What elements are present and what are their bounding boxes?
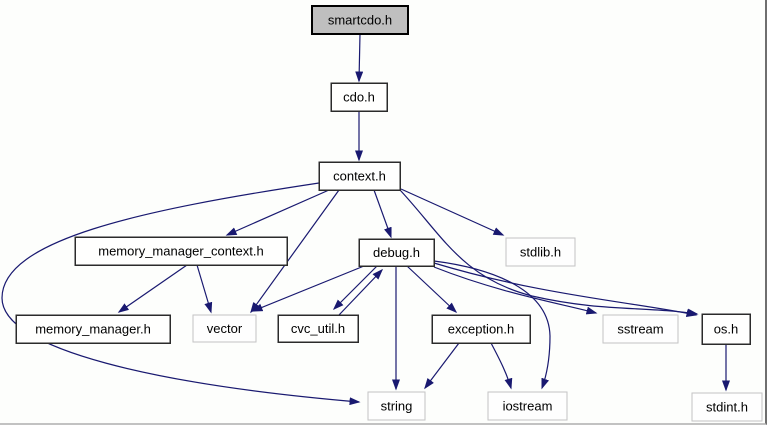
node-label-stdlib: stdlib.h [520, 245, 561, 260]
node-string[interactable]: string [367, 391, 426, 421]
edge-debug.h-to-sstream [433, 266, 598, 315]
edge-exception.h-to-iostream [490, 342, 513, 390]
node-box-stdlib[interactable] [505, 237, 576, 267]
node-cvcutil[interactable]: cvc_util.h [277, 314, 359, 343]
edge-context.h-to-os.h [399, 189, 699, 317]
edge-debug.h-to-iostream [433, 260, 551, 390]
node-box-debug[interactable] [358, 238, 435, 267]
node-iostream[interactable]: iostream [487, 391, 568, 421]
edge-debug.h-to-os.h [433, 262, 698, 318]
node-cdo[interactable]: cdo.h [330, 82, 388, 112]
edge-debug.h-to-exception.h [406, 265, 458, 314]
edge-memory_manager_context.h-to-vector [196, 264, 213, 314]
node-smartcdo[interactable]: smartcdo.h [311, 5, 409, 35]
edge-context.h-to-stdlib.h [400, 188, 505, 236]
edge-context.h-to-string [1, 182, 361, 406]
node-os[interactable]: os.h [701, 313, 751, 345]
edge-context.h-to-memory_manager_context.h [225, 189, 330, 236]
node-label-exception: exception.h [448, 322, 515, 337]
edge-debug.h-to-cvc_util.h [332, 265, 378, 311]
node-box-mmctx[interactable] [74, 236, 288, 266]
edge-context.h-to-vector [250, 189, 340, 314]
edge-memory_manager_context.h-to-memory_manager.h [117, 264, 188, 313]
edge-smartcdo.h-to-cdo.h [355, 33, 364, 83]
edge-context.h-to-debug.h [373, 189, 392, 239]
node-vector[interactable]: vector [192, 314, 257, 343]
node-label-stdint: stdint.h [706, 400, 748, 415]
node-box-context[interactable] [318, 161, 401, 191]
node-label-os: os.h [714, 322, 739, 337]
node-box-smartcdo[interactable] [311, 5, 409, 35]
node-exception[interactable]: exception.h [431, 314, 531, 344]
node-label-context: context.h [333, 169, 386, 184]
node-box-iostream[interactable] [487, 391, 568, 421]
node-box-vector[interactable] [192, 314, 257, 343]
node-sstream[interactable]: sstream [602, 314, 679, 344]
node-label-mmctx: memory_manager_context.h [98, 244, 263, 259]
node-box-stdint[interactable] [691, 392, 763, 422]
node-label-debug: debug.h [373, 245, 420, 260]
edge-exception.h-to-string [424, 342, 460, 390]
edge-debug.h-to-vector [251, 265, 365, 312]
node-label-smartcdo: smartcdo.h [328, 13, 392, 28]
node-box-cdo[interactable] [330, 82, 388, 112]
node-label-cdo: cdo.h [343, 90, 375, 105]
node-box-os[interactable] [701, 313, 751, 345]
node-label-mm: memory_manager.h [35, 322, 151, 337]
node-context[interactable]: context.h [318, 161, 401, 191]
node-label-sstream: sstream [617, 322, 663, 337]
node-label-cvcutil: cvc_util.h [291, 321, 345, 336]
node-box-mm[interactable] [15, 314, 171, 344]
node-box-string[interactable] [367, 391, 426, 421]
edge-cvc_util.h-to-debug.h [338, 268, 384, 316]
node-mmctx[interactable]: memory_manager_context.h [74, 236, 288, 266]
node-box-exception[interactable] [431, 314, 531, 344]
node-stdint[interactable]: stdint.h [691, 392, 763, 422]
node-label-string: string [381, 399, 413, 414]
nodes-layer: smartcdo.h cdo.h context.h memory_manager_c… [15, 5, 763, 422]
edges-layer [1, 33, 730, 406]
node-box-cvcutil[interactable] [277, 314, 359, 343]
node-stdlib[interactable]: stdlib.h [505, 237, 576, 267]
node-label-iostream: iostream [503, 399, 553, 414]
node-box-sstream[interactable] [602, 314, 679, 344]
node-label-vector: vector [207, 321, 243, 336]
node-debug[interactable]: debug.h [358, 238, 435, 267]
node-mm[interactable]: memory_manager.h [15, 314, 171, 344]
